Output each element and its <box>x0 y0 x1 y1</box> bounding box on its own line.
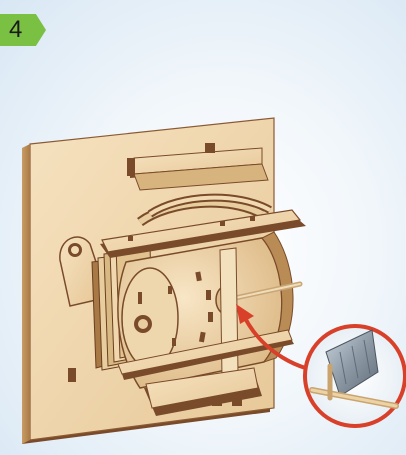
back-panel-side <box>22 144 30 444</box>
zoom-callout <box>305 326 405 426</box>
